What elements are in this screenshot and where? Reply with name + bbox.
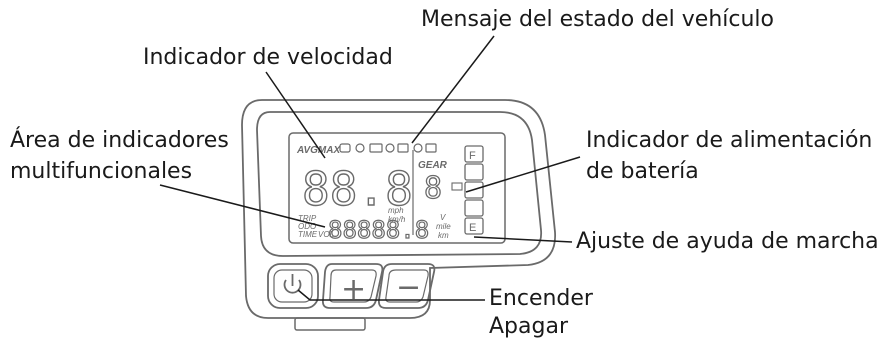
battery-gauge: F E (464, 145, 484, 235)
device-inner-rim (256, 111, 543, 257)
leader-status (411, 35, 495, 144)
leader-lines (159, 35, 581, 301)
label-battery-line2: de batería (586, 159, 699, 184)
display-device (241, 99, 556, 331)
battery-full-label: F (469, 150, 476, 162)
label-vehicle-status: Mensaje del estado del vehículo (421, 7, 774, 32)
gear-status-icon (355, 143, 365, 153)
minus-label: − (396, 270, 421, 305)
brake-icon (397, 143, 409, 153)
unit-mile: mile (436, 222, 451, 231)
label-battery-line1: Indicador de alimentación (586, 128, 873, 153)
gear-label: GEAR (418, 160, 448, 171)
label-power-off: Apagar (489, 314, 568, 339)
lcd-status-icons (339, 143, 437, 153)
trip-label: TRIP (298, 214, 317, 223)
battery-segment-3 (464, 181, 484, 199)
label-multifunction-line1: Área de indicadores (10, 128, 229, 153)
gear-digit: 8 (424, 171, 442, 206)
battery-small-icon (451, 182, 463, 191)
battery-empty-label: E (469, 222, 476, 234)
minus-button[interactable]: − (377, 263, 436, 309)
bottom-digits: 88888.8 (328, 216, 429, 244)
label-power-on: Encender (489, 286, 593, 311)
speed-digits: 88.8 (302, 162, 413, 216)
battery-segment-4 (464, 199, 484, 217)
speed-unit-mph: mph (388, 206, 404, 215)
battery-segment-5 (464, 217, 484, 235)
leader-multifunction (159, 184, 326, 228)
lcd-content: AVGMAX 88.8 mph km/h GEAR 8 TRIP ODO TIM… (296, 143, 463, 245)
lcd-top-icons: AVGMAX (296, 145, 341, 156)
battery-segment-2 (464, 163, 484, 181)
label-multifunction-line2: multifuncionales (10, 159, 193, 184)
leader-power (297, 289, 485, 301)
error-icon (385, 143, 395, 153)
speed-unit-kmh: km/h (388, 215, 406, 224)
odo-label: ODO (298, 222, 316, 231)
assist-icon (413, 143, 423, 153)
tool-icon (425, 143, 437, 153)
battery-segment-1 (464, 145, 484, 163)
leader-walk-assist (473, 236, 573, 243)
light-icon (339, 143, 351, 153)
lcd-screen (288, 132, 506, 244)
label-walk-assist: Ajuste de ayuda de marcha (576, 229, 879, 254)
motor-icon (369, 143, 383, 153)
button-panel: + − (267, 263, 436, 309)
power-button[interactable] (267, 263, 319, 309)
unit-km: km (438, 231, 449, 240)
leader-battery (465, 156, 581, 193)
label-speed-indicator: Indicador de velocidad (143, 45, 393, 70)
unit-v: V (440, 213, 446, 222)
vol-label: VOL (318, 230, 334, 239)
power-icon (283, 274, 302, 294)
time-label: TIME (298, 230, 318, 239)
leader-speed (265, 71, 326, 159)
cable-connector (294, 317, 366, 331)
plus-button[interactable]: + (321, 263, 384, 309)
plus-label: + (341, 272, 366, 307)
device-outer-shell (241, 99, 556, 319)
